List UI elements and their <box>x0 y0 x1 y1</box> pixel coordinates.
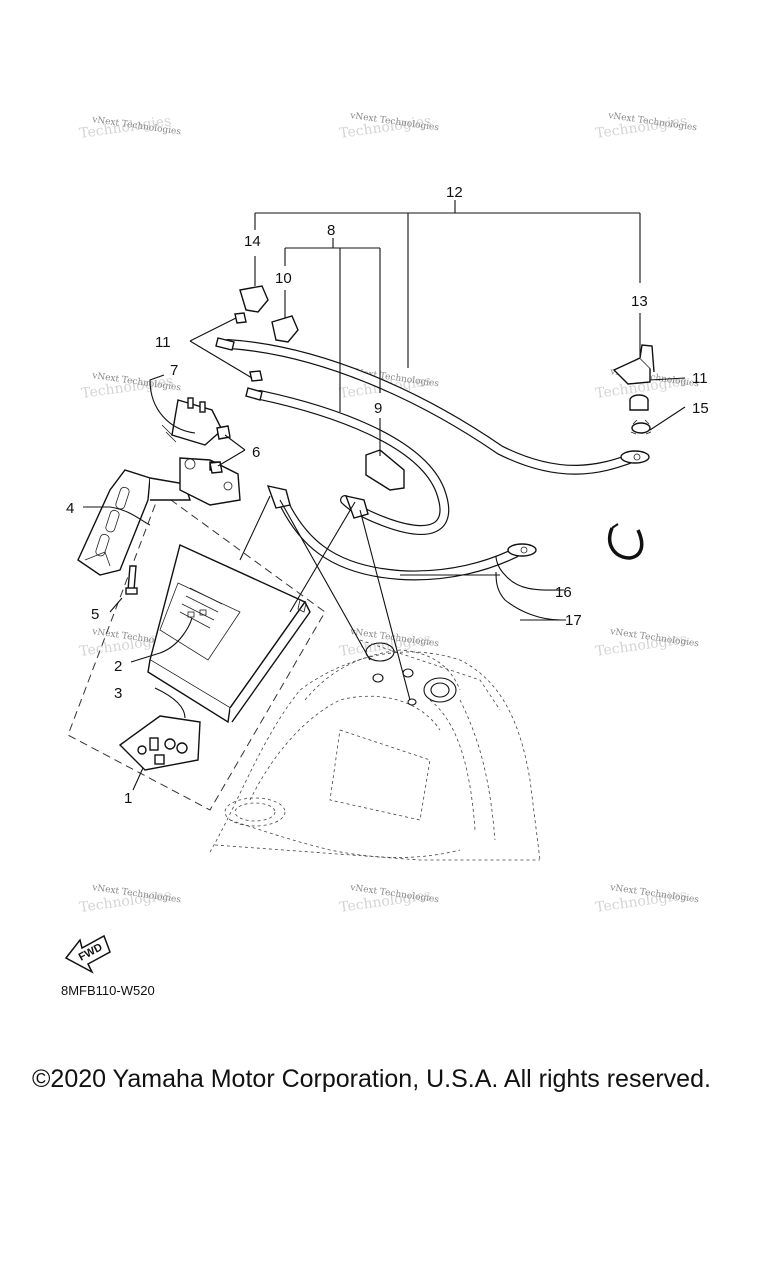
callout-11: 11 <box>155 334 171 351</box>
cable-ground <box>266 485 537 581</box>
hardware <box>209 312 652 474</box>
callout-7: 7 <box>170 362 178 379</box>
callout-12: 12 <box>446 184 463 201</box>
relay-assembly <box>161 397 241 506</box>
copyright-notice: ©2020 Yamaha Motor Corporation, U.S.A. A… <box>32 1065 711 1093</box>
callout-13: 13 <box>631 293 648 310</box>
callout-8: 8 <box>327 222 335 239</box>
hull-outline <box>209 639 541 861</box>
battery <box>147 544 311 724</box>
bolt <box>125 565 138 595</box>
callout-4: 4 <box>66 500 74 517</box>
callout-1: 1 <box>124 790 132 807</box>
terminal-boots <box>239 285 655 491</box>
callout-15: 15 <box>692 400 709 417</box>
kit-boundary <box>67 491 326 811</box>
small-parts-kit <box>118 715 201 771</box>
battery-bracket <box>77 469 191 576</box>
callout-16: 16 <box>555 584 572 601</box>
callout-2: 2 <box>114 658 122 675</box>
leader-lines <box>83 200 686 791</box>
callout-11b: 11 <box>692 370 708 387</box>
callout-6: 6 <box>252 444 260 461</box>
cable-band <box>608 523 644 560</box>
drawing-code: 8MFB110-W520 <box>61 983 155 998</box>
callout-17: 17 <box>565 612 582 629</box>
callout-9: 9 <box>374 400 382 417</box>
callout-labels: 1 2 3 4 5 6 7 8 9 10 11 11 12 13 14 15 1… <box>66 184 709 807</box>
fwd-arrow-icon: FWD <box>64 934 111 974</box>
callout-14: 14 <box>244 233 261 250</box>
callout-10: 10 <box>275 270 292 287</box>
callout-5: 5 <box>91 606 99 623</box>
cable-upper <box>215 337 650 475</box>
callout-3: 3 <box>114 685 122 702</box>
